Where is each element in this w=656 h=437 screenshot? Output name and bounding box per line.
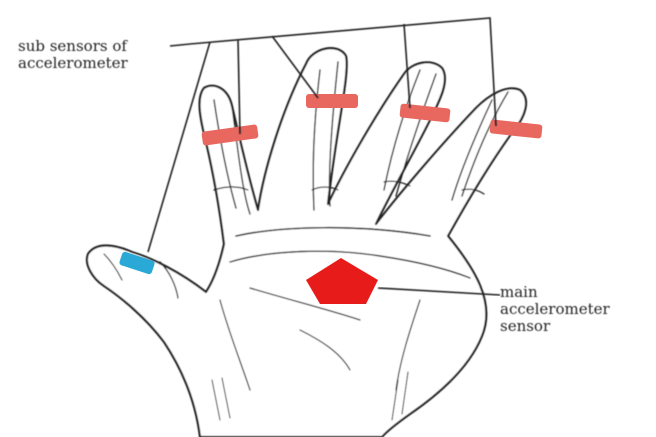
main-sensor-label: main accelerometer sensor [500,284,650,335]
sensor-band-middle [306,94,358,108]
main-sensor-label-line-2: accelerometer [500,301,650,318]
main-sensor-label-line-3: sensor [500,318,650,335]
sub-sensors-label-line-1: sub sensors of [18,38,208,55]
sub-sensors-label: sub sensors of accelerometer [18,38,208,72]
sub-sensors-label-line-2: accelerometer [18,55,208,72]
main-sensor-label-line-1: main [500,284,650,301]
